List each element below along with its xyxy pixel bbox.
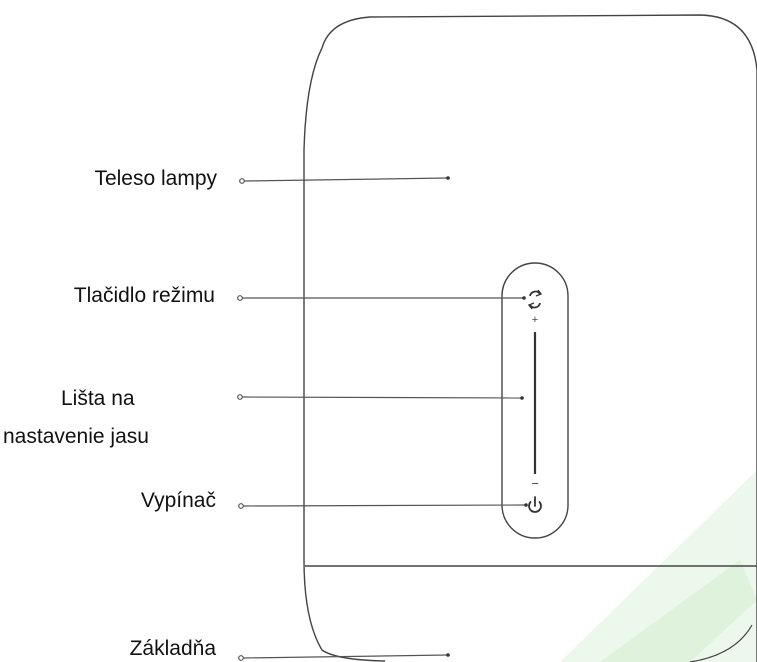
label-brightness-bar-line1: Lišta na	[61, 387, 135, 410]
leader-anchor-mode-button	[237, 295, 243, 301]
control-panel	[501, 262, 569, 539]
mode-refresh-icon[interactable]	[527, 289, 543, 310]
leader-anchor-power-switch	[238, 503, 244, 509]
leader-anchor-lamp-body	[239, 178, 245, 184]
label-lamp-body: Teleso lampy	[94, 167, 217, 190]
slider-minus-mark: −	[531, 476, 539, 491]
label-base: Základňa	[129, 637, 216, 660]
leader-anchor-brightness-bar	[237, 394, 243, 400]
lamp-base-bottom	[689, 624, 753, 662]
label-mode-button: Tlačidlo režimu	[73, 284, 215, 307]
slider-plus-mark: +	[532, 314, 538, 326]
power-icon[interactable]	[528, 496, 542, 513]
label-power-switch: Vypínač	[140, 489, 216, 512]
leader-lines	[237, 176, 528, 661]
leader-anchor-base	[238, 655, 244, 661]
label-brightness-bar-line2: nastavenie jasu	[3, 425, 149, 448]
